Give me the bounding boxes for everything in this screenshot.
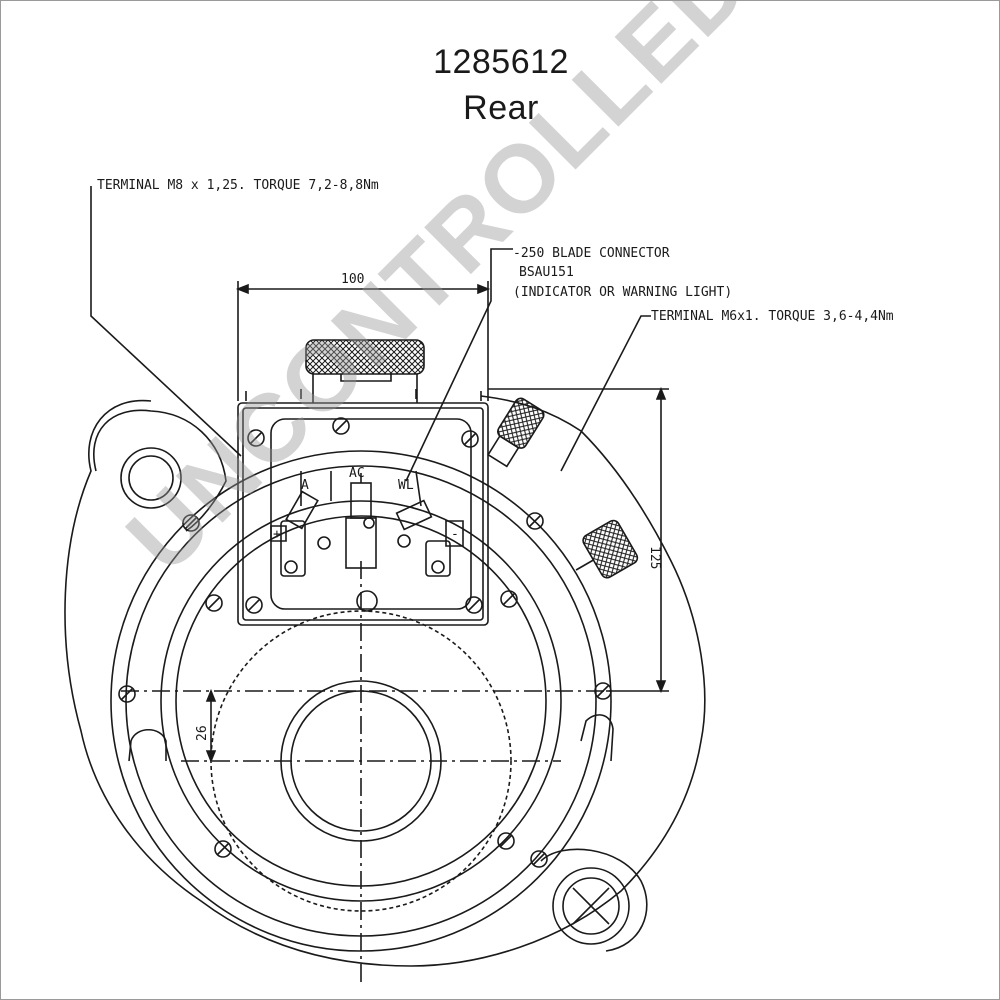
leader-m6 (560, 315, 651, 472)
lower-mount-hole (552, 867, 630, 945)
blade-connector (487, 397, 545, 468)
dimension-height-label: 125 (647, 546, 662, 569)
blade-note-line2: BSAU151 (519, 265, 574, 280)
top-connector (305, 339, 425, 375)
view-label: Rear (463, 89, 539, 127)
body-inner-ring (160, 500, 562, 902)
dimension-offset-label: 26 (195, 725, 210, 741)
m6-terminal-note: TERMINAL M6x1. TORQUE 3,6-4,4Nm (651, 309, 894, 324)
dimension-offset (205, 688, 217, 764)
blade-note-line1: -250 BLADE CONNECTOR (513, 246, 670, 261)
leader-blade (405, 248, 513, 482)
terminal-plus-label: + (273, 527, 281, 542)
terminal-wl-label: WL (398, 478, 414, 493)
leader-main-terminal (90, 186, 242, 457)
m6-terminal (575, 519, 639, 579)
terminal-ac-label: AC (349, 466, 365, 481)
part-number-title: 1285612 (433, 43, 569, 81)
main-terminal-note: TERMINAL M8 x 1,25. TORQUE 7,2-8,8Nm (97, 178, 379, 193)
dimension-width-label: 100 (341, 272, 364, 287)
terminal-a-label: A (301, 478, 309, 493)
dimension-height (488, 386, 669, 694)
upper-mounting-ear (93, 409, 227, 532)
fixing-screws (118, 512, 612, 868)
upper-mount-hole (120, 447, 182, 509)
terminal-minus-label: - (451, 527, 459, 542)
housing-outline (64, 395, 706, 967)
dimension-width (235, 281, 491, 401)
blade-note-line3: (INDICATOR OR WARNING LIGHT) (513, 285, 732, 300)
terminal-box (237, 389, 489, 626)
